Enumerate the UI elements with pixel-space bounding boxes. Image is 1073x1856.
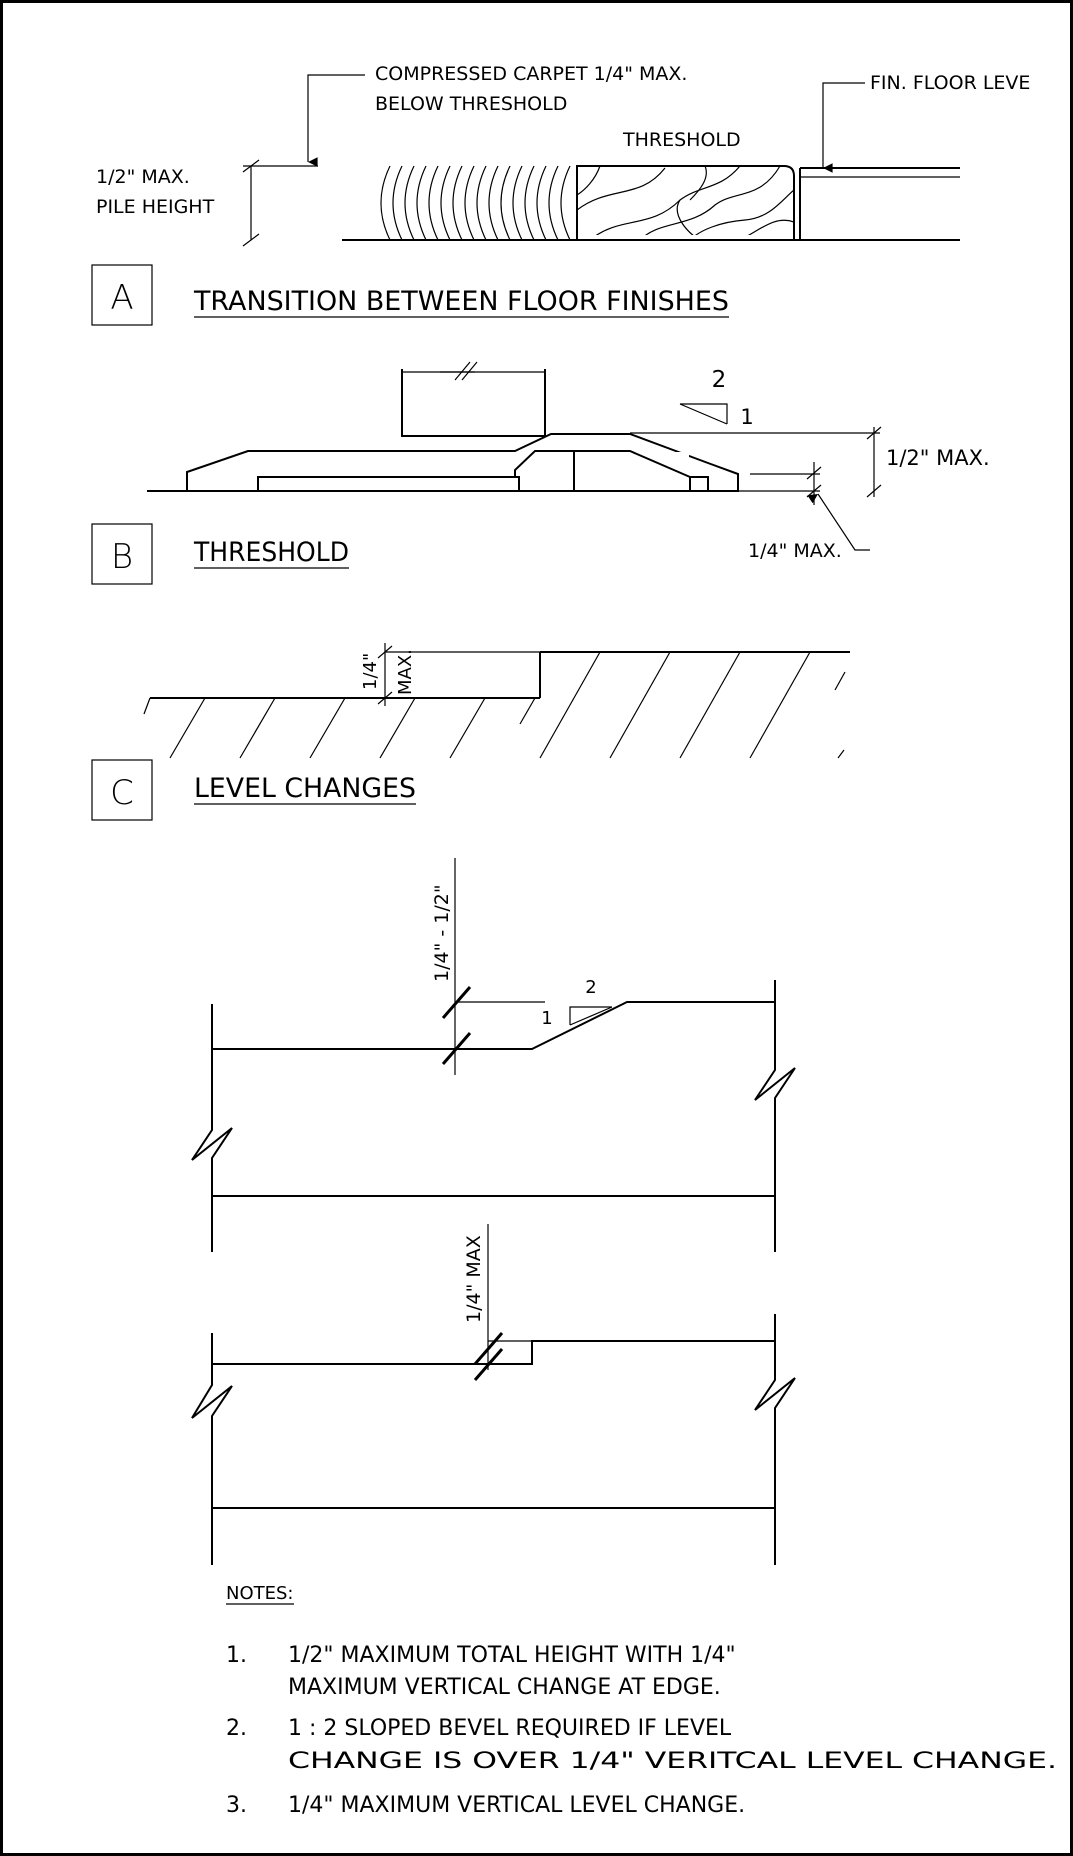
detail-c: 1/4" MAX. C LEVEL CHANGES xyxy=(91,643,850,821)
carpet-callout-line2: BELOW THRESHOLD xyxy=(375,93,567,115)
note-2-line1: 1 : 2 SLOPED BEVEL REQUIRED IF LEVEL xyxy=(288,1716,732,1741)
dim-edge-b: 1/4" MAX. xyxy=(748,540,842,562)
pile-height-line2: PILE HEIGHT xyxy=(96,196,215,218)
title-b: THRESHOLD xyxy=(193,537,349,568)
wood-grain xyxy=(577,165,794,235)
tag-box-b xyxy=(91,523,153,585)
title-c: LEVEL CHANGES xyxy=(194,773,416,804)
step-detail: 1/4" MAX xyxy=(191,1224,796,1565)
slope-rise-bevel: 1 xyxy=(541,1008,552,1029)
door-leaf xyxy=(401,369,546,437)
dim-bevel: 1/4" - 1/2" xyxy=(431,884,453,982)
note-1-line2: MAXIMUM VERTICAL CHANGE AT EDGE. xyxy=(288,1675,721,1700)
tag-c: C xyxy=(110,773,134,813)
step-profile xyxy=(212,1340,775,1365)
carpet-leader xyxy=(307,74,365,167)
note-3-num: 3. xyxy=(226,1793,247,1818)
note-2-num: 2. xyxy=(226,1716,247,1741)
threshold-callout: THRESHOLD xyxy=(622,129,741,151)
threshold-channel xyxy=(257,476,520,492)
threshold-block xyxy=(576,165,795,241)
note-3-line1: 1/4" MAXIMUM VERTICAL LEVEL CHANGE. xyxy=(288,1793,745,1818)
dim-value-c: 1/4" xyxy=(360,653,381,690)
bevel-profile xyxy=(212,1001,775,1050)
dim-max-c: MAX. xyxy=(395,649,416,695)
carpet-callout-line1: COMPRESSED CARPET 1/4" MAX. xyxy=(375,63,687,85)
bevel-detail: 1/4" - 1/2" 1 2 xyxy=(191,858,796,1252)
tag-box-c xyxy=(91,759,153,821)
note-1-num: 1. xyxy=(226,1643,247,1668)
carpet-pile xyxy=(380,165,571,241)
floor-leader xyxy=(822,82,865,173)
note-2-line2: CHANGE IS OVER 1/4" VERITCAL LEVEL CHANG… xyxy=(288,1749,1057,1774)
detail-a: COMPRESSED CARPET 1/4" MAX. BELOW THRESH… xyxy=(91,63,1030,326)
ground-hatch xyxy=(169,651,846,759)
note-1-line1: 1/2" MAXIMUM TOTAL HEIGHT WITH 1/4" xyxy=(288,1643,736,1668)
notes-heading: NOTES: xyxy=(226,1583,294,1604)
notes: NOTES: 1. 1/2" MAXIMUM TOTAL HEIGHT WITH… xyxy=(226,1583,1057,1818)
slope-run-bevel: 2 xyxy=(585,977,596,998)
floor-level-callout: FIN. FLOOR LEVE xyxy=(870,72,1030,94)
title-a: TRANSITION BETWEEN FLOOR FINISHES xyxy=(193,286,729,317)
dim-total-b: 1/2" MAX. xyxy=(886,446,990,470)
tag-b: B xyxy=(111,537,133,577)
dim-step: 1/4" MAX xyxy=(463,1235,485,1323)
detail-b: 2 1 1/2" MAX. 1/4" MAX. B THRESHOLD xyxy=(91,361,990,585)
pile-height-line1: 1/2" MAX. xyxy=(96,166,190,188)
tag-box-a xyxy=(91,264,153,326)
slope-run-b: 2 xyxy=(712,367,727,393)
tag-a: A xyxy=(110,278,133,318)
slope-rise-b: 1 xyxy=(740,405,753,429)
